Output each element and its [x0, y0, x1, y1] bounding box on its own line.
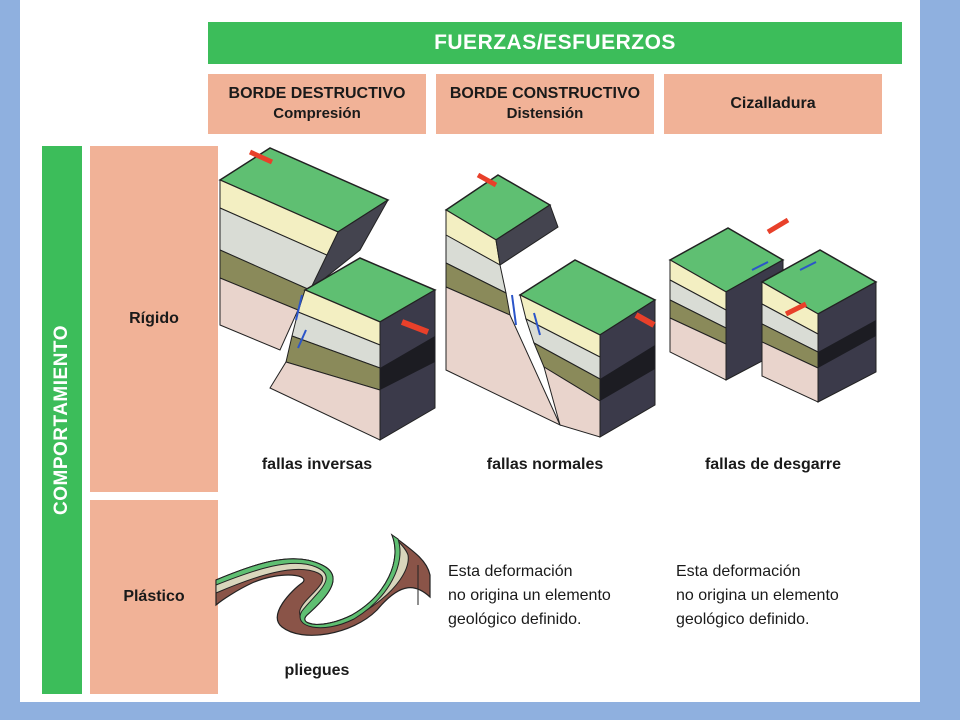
- column-header-destructive-subtitle: Compresión: [273, 105, 361, 122]
- caption-strike-slip-faults: fallas de desgarre: [704, 456, 842, 473]
- diagram-sheet: FUERZAS/ESFUERZOS BORDE DESTRUCTIVO Comp…: [20, 0, 920, 702]
- arrow-blue-icon: [295, 294, 303, 321]
- strike-slip-fault-illustration: [668, 217, 878, 403]
- note-shear-line: Esta deformación: [676, 563, 801, 580]
- reverse-fault-illustration: [218, 147, 437, 441]
- arrow-blue-icon: [297, 329, 307, 349]
- arrow-blue-icon: [533, 312, 541, 336]
- side-label: COMPORTAMIENTO: [51, 325, 72, 515]
- note-distension-line: no origina un elemento: [448, 587, 611, 604]
- arrow-red-icon: [248, 149, 274, 165]
- arrow-red-icon: [784, 301, 808, 317]
- note-distension-line: geológico definido.: [448, 611, 582, 628]
- arrow-red-icon: [476, 172, 498, 188]
- column-header-destructive: BORDE DESTRUCTIVO Compresión: [208, 74, 426, 134]
- column-header-constructive: BORDE CONSTRUCTIVO Distensión: [436, 74, 654, 134]
- arrow-red-icon: [766, 217, 790, 235]
- right-block: [760, 249, 878, 403]
- column-header-destructive-title: BORDE DESTRUCTIVO: [228, 85, 406, 102]
- note-shear: Esta deformación no origina un elemento …: [676, 560, 839, 632]
- note-distension: Esta deformación no origina un elemento …: [448, 560, 611, 632]
- arrow-blue-icon: [799, 261, 817, 271]
- main-title: FUERZAS/ESFUERZOS: [208, 22, 902, 64]
- column-header-constructive-title: BORDE CONSTRUCTIVO: [449, 85, 641, 102]
- right-block: [518, 259, 657, 438]
- column-header-constructive-subtitle: Distensión: [506, 105, 584, 122]
- column-header-shear-title: Cizalladura: [730, 95, 816, 112]
- row-header-rigid: Rígido: [90, 146, 218, 492]
- caption-reverse-faults: fallas inversas: [261, 456, 373, 473]
- row-header-rigid-label: Rígido: [129, 310, 179, 327]
- arrow-red-icon: [400, 319, 430, 335]
- arrow-blue-icon: [511, 294, 517, 326]
- left-block: [444, 174, 562, 427]
- note-distension-line: Esta deformación: [448, 563, 573, 580]
- side-label-bar: COMPORTAMIENTO: [42, 146, 82, 694]
- note-shear-line: geológico definido.: [676, 611, 810, 628]
- row-header-plastic: Plástico: [90, 500, 218, 694]
- normal-fault-illustration: [444, 172, 657, 438]
- column-header-shear: Cizalladura: [664, 74, 882, 134]
- row-header-plastic-label: Plástico: [123, 588, 185, 605]
- caption-normal-faults: fallas normales: [486, 456, 604, 473]
- arrow-blue-icon: [751, 261, 769, 271]
- upper-block: [218, 147, 390, 351]
- note-shear-line: no origina un elemento: [676, 587, 839, 604]
- caption-folds: pliegues: [284, 662, 350, 679]
- arrow-red-icon: [634, 312, 656, 328]
- folds-illustration: [215, 533, 431, 636]
